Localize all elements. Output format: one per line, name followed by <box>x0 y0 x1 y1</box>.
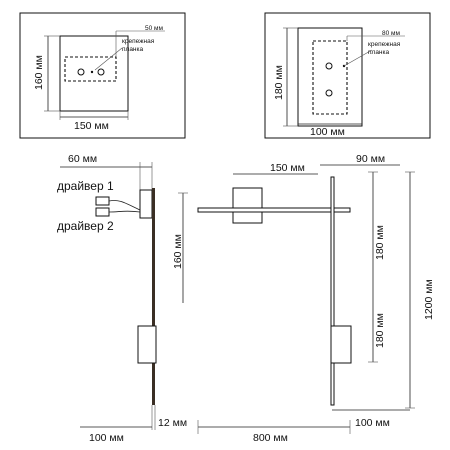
top-right-mount-bar <box>312 40 348 115</box>
front-total-height: 1200 мм <box>423 279 435 320</box>
front-lower-box <box>330 325 352 364</box>
top-left-mount-bar <box>64 56 117 82</box>
top-right-width: 100 мм <box>310 126 345 138</box>
front-bottom-offset: 100 мм <box>355 417 390 429</box>
top-right-plate <box>297 27 363 127</box>
front-segment-bottom: 180 мм <box>374 313 386 348</box>
top-left-plate <box>59 35 129 112</box>
top-left-mount-label-1: крепежная <box>122 38 155 45</box>
top-right-mount-label-2: планка <box>368 49 390 56</box>
top-right-mount-width: 80 мм <box>382 30 401 37</box>
side-view: 60 мм драйвер 1 драйвер 2 160 мм 12 мм 1… <box>57 153 188 444</box>
screw-hole <box>325 89 333 97</box>
side-thickness: 12 мм <box>158 417 187 429</box>
top-right-mount-label-1: крепежная <box>368 41 401 48</box>
front-mount-box <box>232 187 263 224</box>
screw-hole <box>325 62 333 70</box>
top-left-height: 160 мм <box>33 55 45 90</box>
side-mount-box <box>139 189 153 219</box>
screw-hole <box>97 68 105 76</box>
side-plate <box>152 188 155 405</box>
front-view: 150 мм 90 мм 180 мм 180 мм 1200 мм 800 м… <box>197 153 435 444</box>
top-right-frame <box>264 12 431 139</box>
side-mount-height: 160 мм <box>172 234 184 269</box>
top-right-detail: 80 мм крепежная планка 180 мм 100 мм <box>264 12 431 139</box>
front-bar-width: 800 мм <box>253 432 288 444</box>
driver-cable <box>108 200 141 211</box>
driver-2-label: драйвер 2 <box>57 219 114 233</box>
top-right-height: 180 мм <box>273 65 285 100</box>
driver-1-box <box>95 196 110 206</box>
center-dot <box>90 70 94 74</box>
side-base-offset: 100 мм <box>89 432 124 444</box>
top-left-width: 150 мм <box>74 120 109 132</box>
driver-2-box <box>95 207 110 217</box>
front-vertical-plate <box>330 176 335 406</box>
top-left-mount-label-2: планка <box>122 46 144 53</box>
top-left-frame <box>19 12 186 139</box>
side-lower-box <box>137 325 157 364</box>
screw-hole <box>77 68 85 76</box>
front-right-offset: 90 мм <box>356 153 385 165</box>
front-horizontal-bar <box>197 207 351 213</box>
driver-cable <box>108 210 141 213</box>
front-box-width: 150 мм <box>270 162 305 174</box>
driver-1-label: драйвер 1 <box>57 179 114 193</box>
front-segment-top: 180 мм <box>374 225 386 260</box>
side-depth: 60 мм <box>68 153 97 165</box>
top-left-mount-width: 50 мм <box>145 25 164 32</box>
top-left-detail: 50 мм крепежная планка 160 мм 150 мм <box>19 12 186 139</box>
